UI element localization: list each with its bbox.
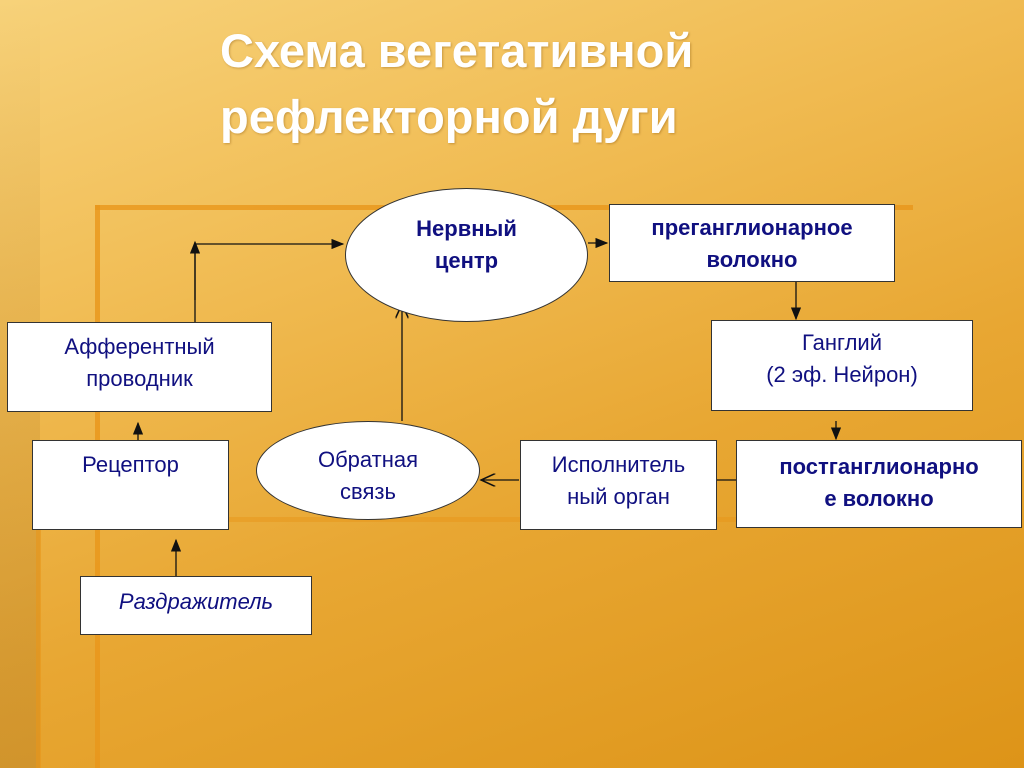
receptor-node: Рецептор — [32, 440, 229, 530]
node-text: центр — [434, 248, 499, 273]
node-text: Ганглий — [801, 330, 883, 355]
title-line: рефлекторной дуги — [220, 90, 678, 143]
node-text: Раздражитель — [118, 589, 274, 614]
effector-node: Исполнитель ный орган — [520, 440, 717, 530]
node-text: Нервный — [416, 216, 517, 241]
node-text: волокно — [706, 247, 798, 272]
feedback-node: Обратная связь — [256, 421, 480, 520]
node-text: проводник — [86, 366, 193, 391]
node-text: связь — [340, 479, 396, 504]
node-text: Афферентный — [64, 334, 215, 359]
decorative-line — [36, 517, 41, 768]
node-text: (2 эф. Нейрон) — [766, 362, 918, 387]
slide-title: Схема вегетативной рефлекторной дуги — [220, 18, 693, 150]
stimulus-node: Раздражитель — [80, 576, 312, 635]
node-text: Обратная — [317, 447, 419, 472]
node-text: постганглионарно — [779, 454, 979, 479]
arrow-afferent-to-center — [194, 238, 345, 322]
title-line: Схема вегетативной — [220, 24, 694, 77]
decorative-line — [36, 517, 736, 522]
node-text: Рецептор — [82, 452, 179, 477]
node-text: Исполнитель — [551, 452, 686, 477]
nerve-center-node: Нервный центр — [345, 188, 588, 322]
postganglionic-node: постганглионарно е волокно — [736, 440, 1022, 528]
ganglion-node: Ганглий (2 эф. Нейрон) — [711, 320, 973, 411]
afferent-node: Афферентный проводник — [7, 322, 272, 412]
node-text: ный орган — [567, 484, 670, 509]
node-text: е волокно — [824, 486, 934, 511]
preganglionic-node: преганглионарное волокно — [609, 204, 895, 282]
node-text: преганглионарное — [651, 215, 853, 240]
